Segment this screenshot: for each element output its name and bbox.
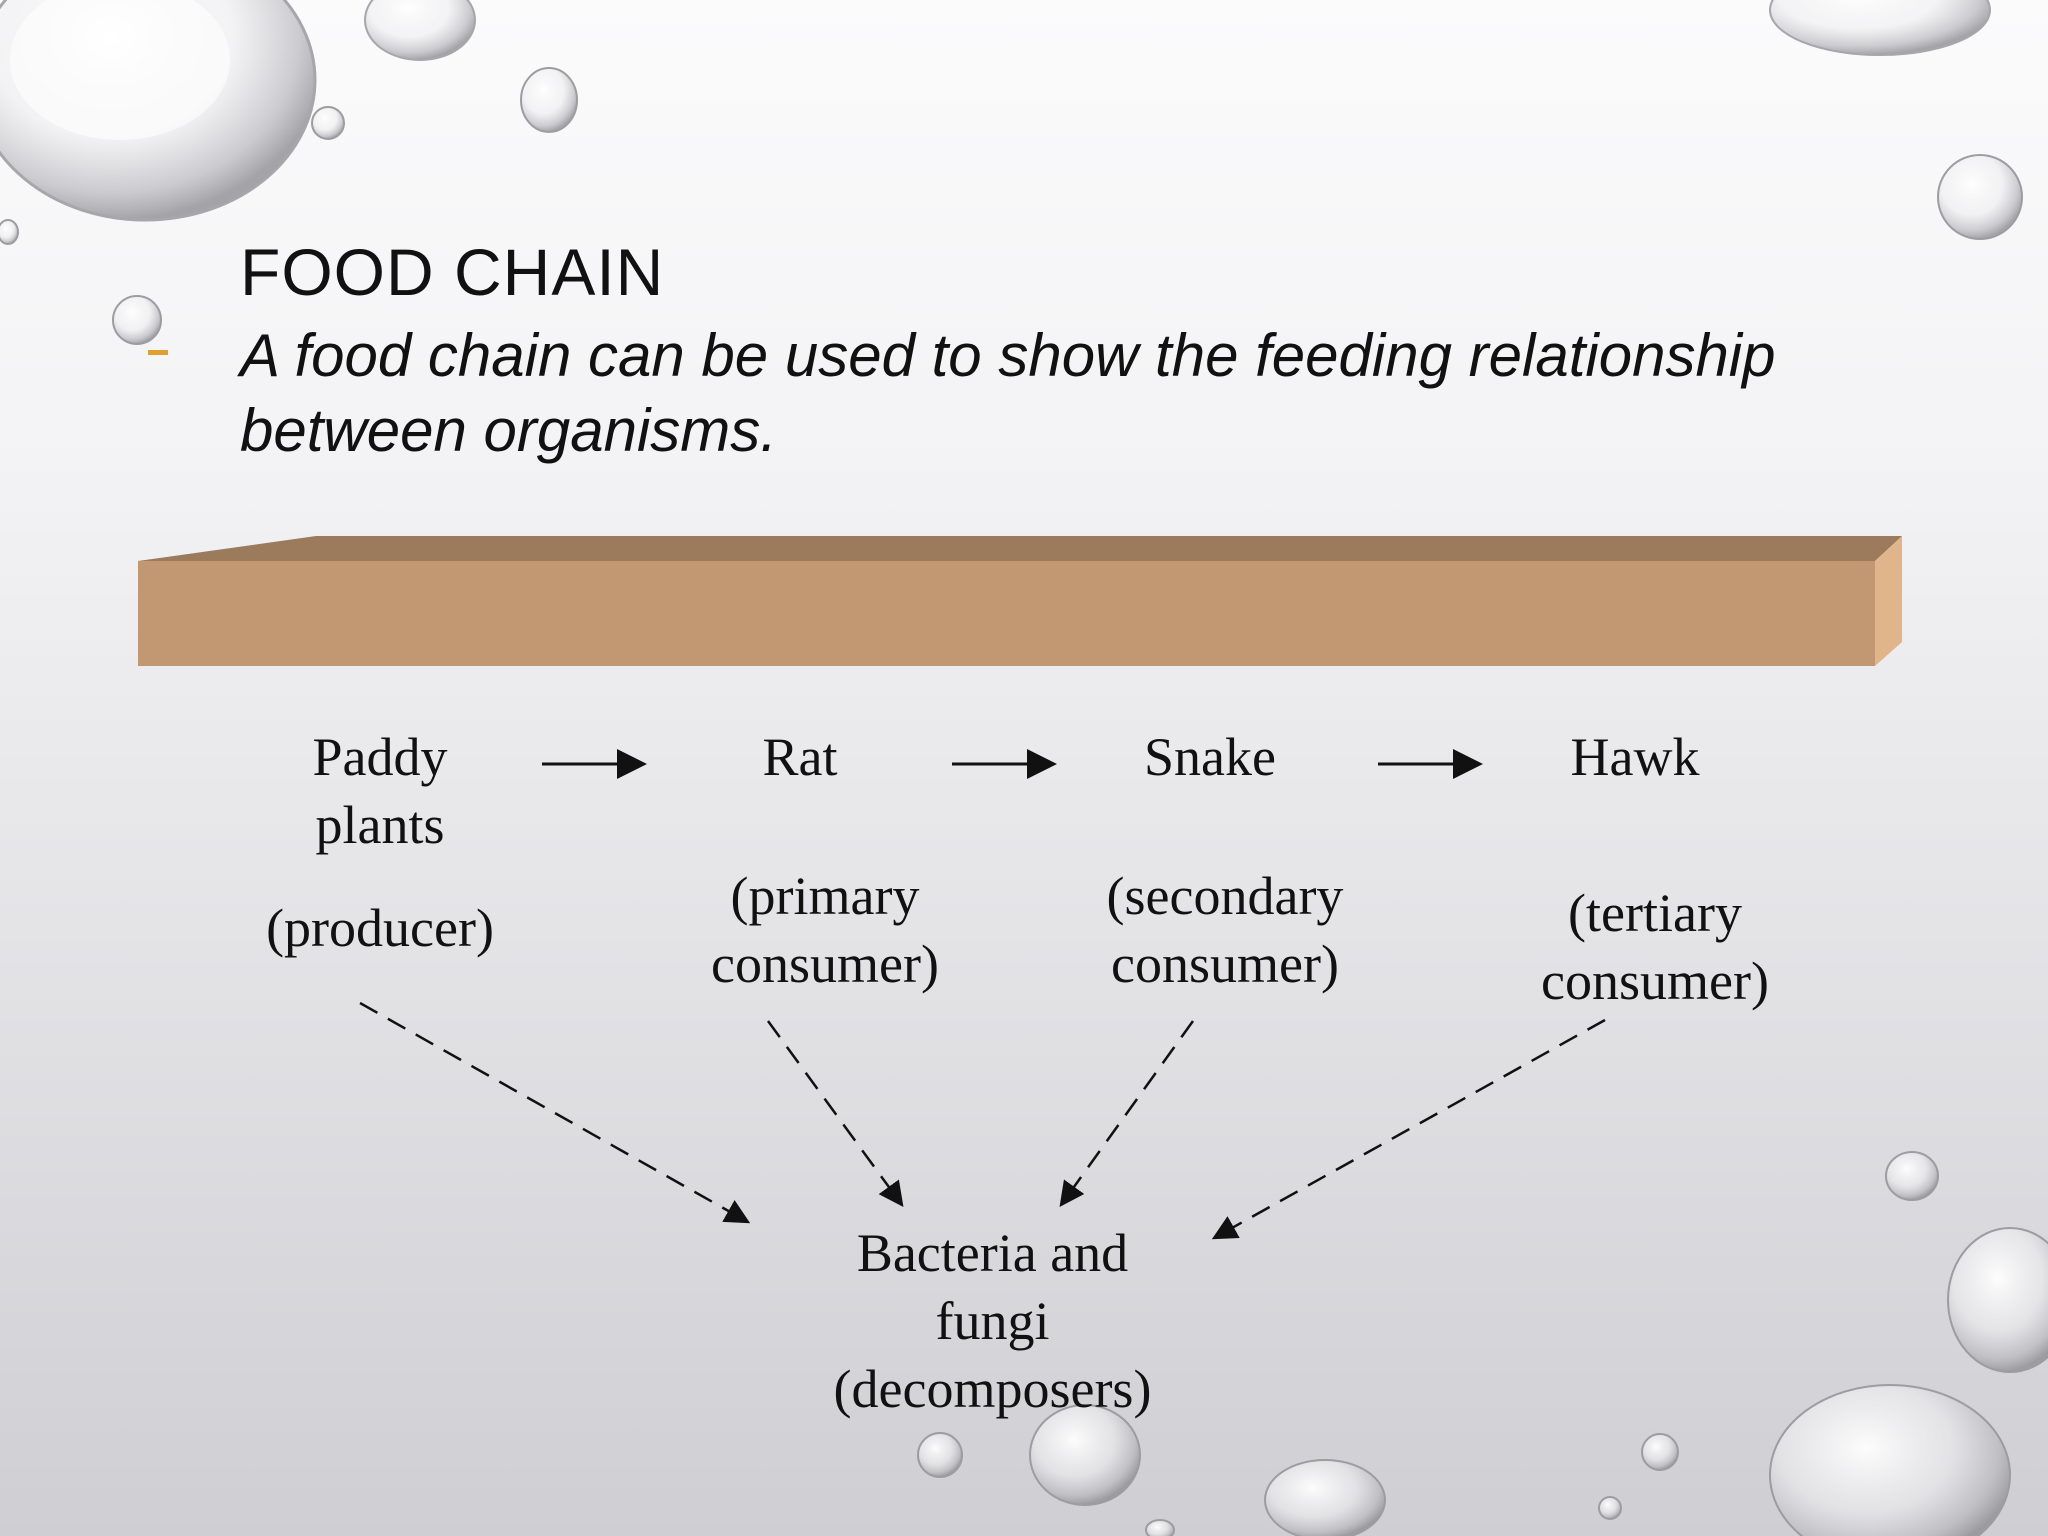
wooden-plank: [138, 536, 1902, 666]
organism-paddy-plants: Paddy plants: [280, 723, 480, 859]
organism-role-primary-consumer: (primary consumer): [711, 866, 939, 994]
decomposer-role: (decomposers): [833, 1359, 1152, 1419]
water-drop: [1769, 1384, 2011, 1536]
water-drop: [1641, 1433, 1679, 1471]
organism-rat: Rat: [762, 727, 838, 787]
plank-top: [138, 536, 1902, 561]
water-drop: [364, 0, 476, 61]
organism-name: Paddy plants: [312, 727, 448, 855]
arrow-paddy-to-decomposers: [359, 1001, 751, 1224]
water-drop: [1029, 1404, 1141, 1506]
arrow-rat-to-decomposers: [766, 1020, 904, 1208]
water-drop: [1145, 1519, 1175, 1536]
arrow-snake-to-decomposers: [1059, 1020, 1195, 1208]
water-drop: [1264, 1459, 1386, 1536]
bullet-text: A food chain can be used to show the fee…: [240, 322, 1776, 464]
organism-role-producer: (producer): [266, 898, 494, 958]
decomposer-node: Bacteria and fungi (decomposers): [810, 1219, 1175, 1423]
organism-snake: Snake: [1144, 727, 1276, 787]
organism-role-secondary-consumer: (secondary consumer): [1106, 866, 1344, 994]
slide-title: FOOD CHAIN: [240, 235, 665, 309]
water-drop: [520, 67, 578, 133]
decomposer-name: Bacteria and fungi: [856, 1223, 1129, 1351]
water-drop: [1937, 154, 2023, 240]
water-drop: [917, 1432, 963, 1478]
bullet-marker: [148, 350, 168, 355]
organism-hawk: Hawk: [1570, 727, 1700, 787]
plank-side: [1875, 536, 1902, 666]
water-drop: [1885, 1151, 1939, 1201]
plank-face: [138, 561, 1875, 666]
water-drop: [0, 219, 19, 245]
water-drop: [1947, 1227, 2048, 1373]
water-drop: [0, 0, 317, 222]
water-drop: [112, 295, 162, 345]
water-drop: [1769, 0, 1991, 56]
water-drop: [1598, 1496, 1622, 1520]
water-drop: [311, 106, 345, 140]
arrow-hawk-to-decomposers: [1211, 1018, 1606, 1240]
organism-role-tertiary-consumer: (tertiary consumer): [1541, 883, 1769, 1011]
